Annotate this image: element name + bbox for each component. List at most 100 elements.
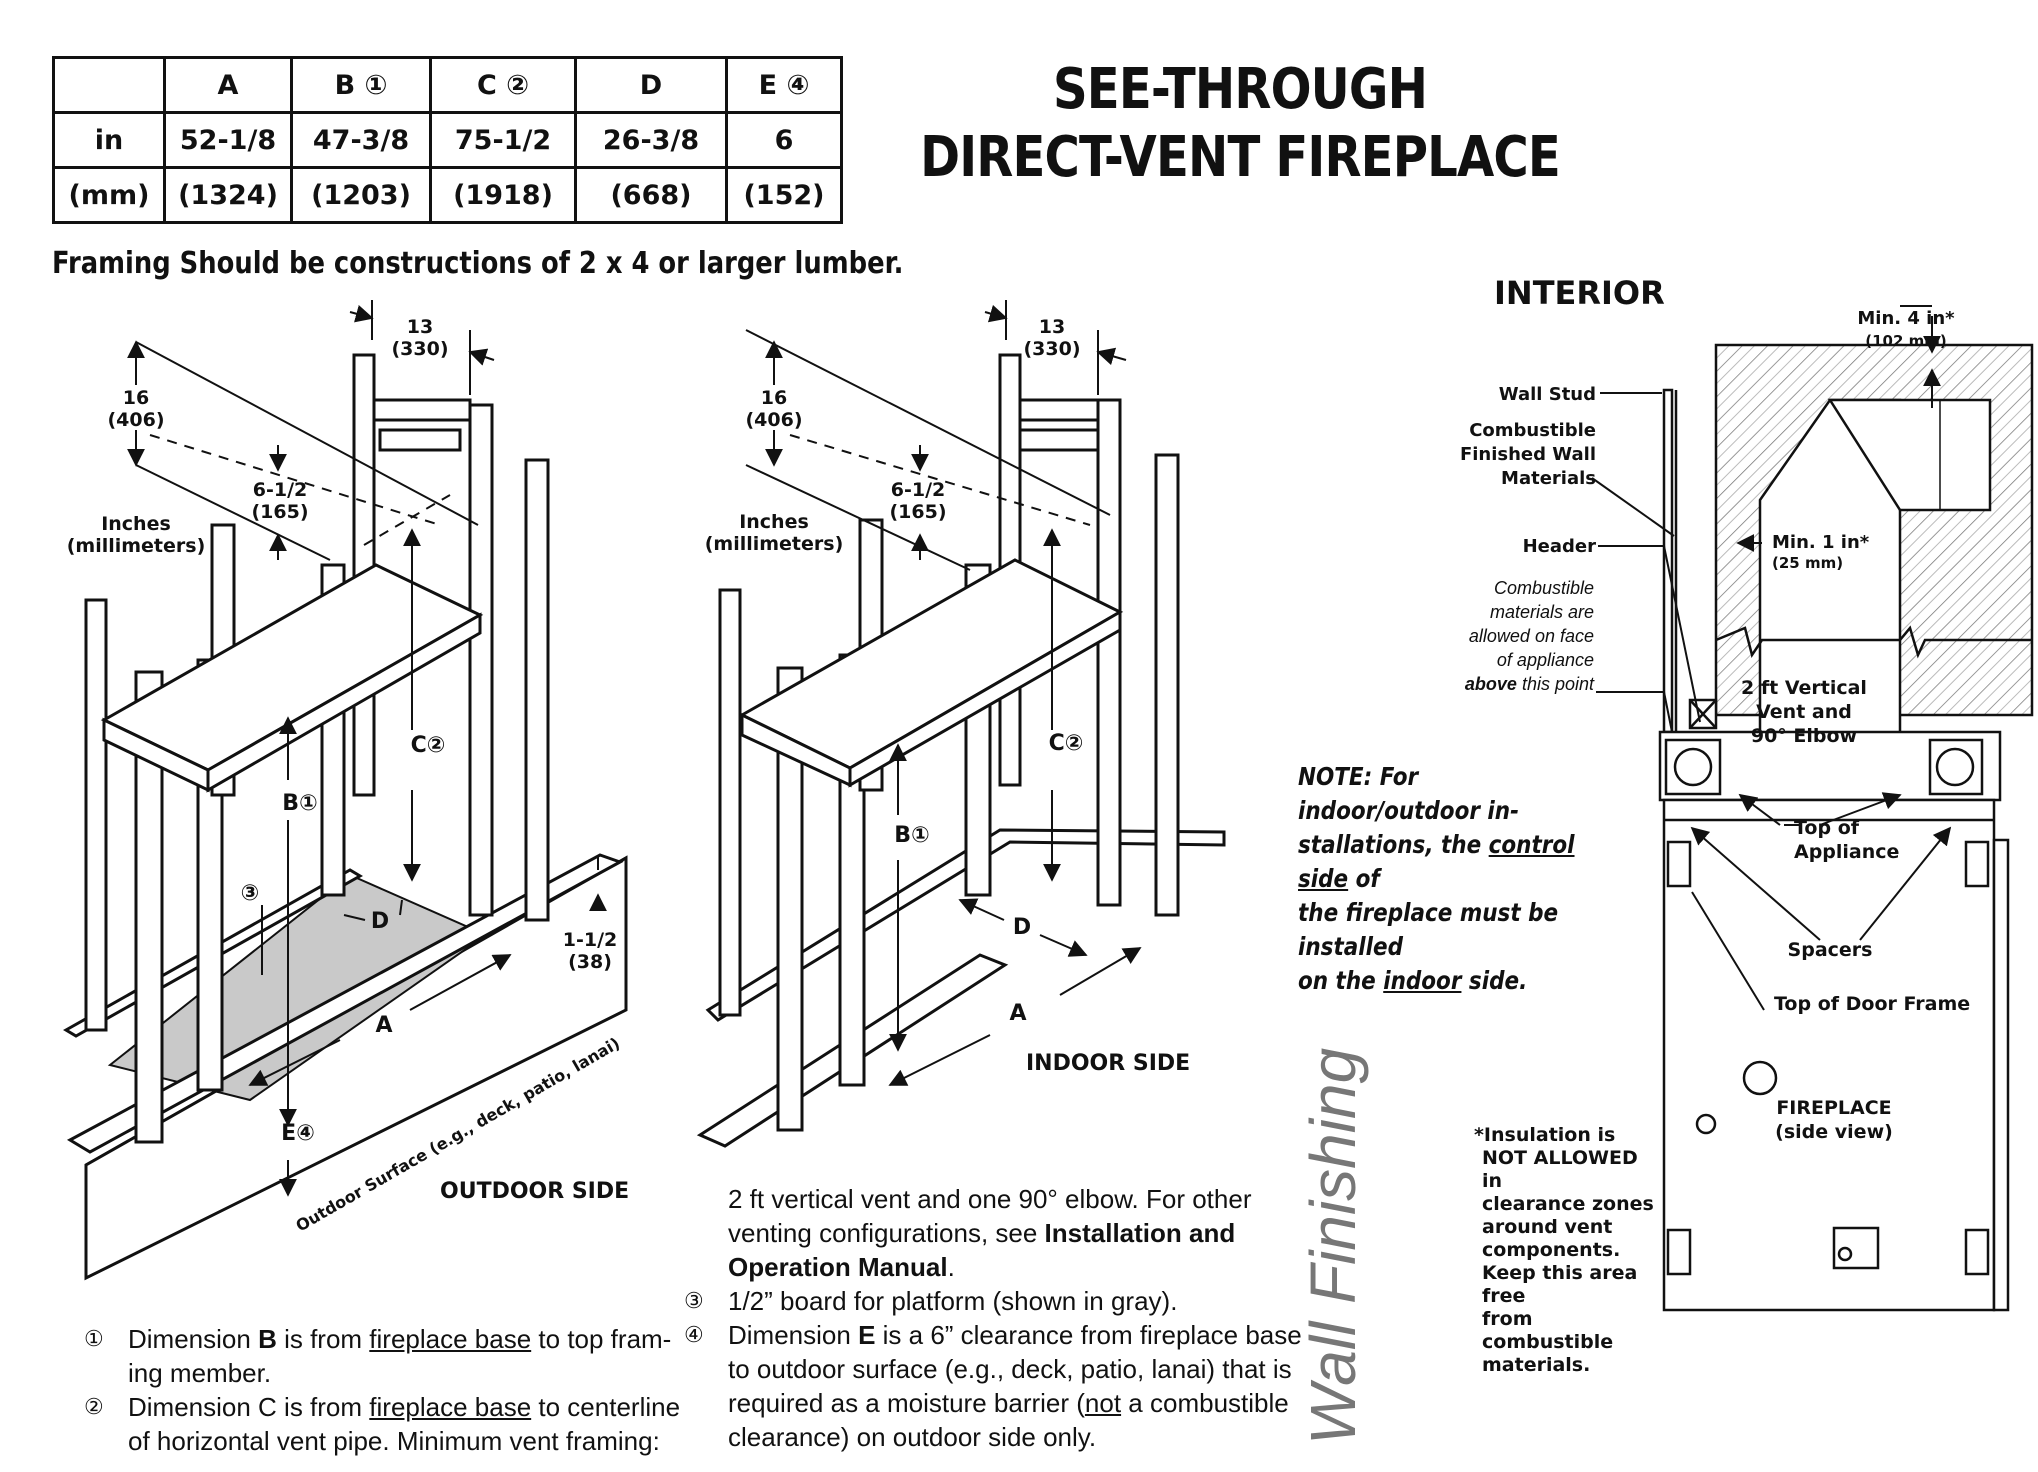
footnote-4-underline: not bbox=[1084, 1388, 1122, 1418]
indoor-side-label: INDOOR SIDE bbox=[1026, 1051, 1190, 1076]
footnote-2-cont-line-1: 2 ft vertical vent and one 90° elbow. Fo… bbox=[728, 1184, 1252, 1214]
table-cell: D bbox=[574, 56, 728, 114]
outdoor-units-2: (millimeters) bbox=[67, 535, 206, 557]
table-cell: 26-3/8 bbox=[574, 111, 728, 169]
footnote-1: ① Dimension B is from fireplace base to … bbox=[84, 1322, 684, 1390]
table-cell: B ① bbox=[290, 56, 432, 114]
comb-materials-1: Combustible bbox=[1494, 578, 1594, 598]
outdoor-dim-13: 13 bbox=[407, 316, 433, 338]
footnote-1-line-2: ing member. bbox=[128, 1358, 272, 1388]
table-cell: 52-1/8 bbox=[163, 111, 293, 169]
note-line-2-pre: stallations, the bbox=[1298, 830, 1489, 859]
indoor-dim-13-mm: (330) bbox=[1023, 338, 1080, 360]
note-line-3: the fireplace must be installed bbox=[1298, 898, 1559, 961]
min4-label: Min. 4 in* bbox=[1857, 308, 1955, 329]
footnote-3: ③ 1/2” board for platform (shown in gray… bbox=[684, 1284, 1324, 1318]
outdoor-dim-13-mm: (330) bbox=[391, 338, 448, 360]
indoor-label-a: A bbox=[1009, 1001, 1026, 1026]
table-row: in 52-1/8 47-3/8 75-1/2 26-3/8 6 bbox=[52, 111, 843, 169]
outdoor-label-e: E④ bbox=[281, 1121, 315, 1146]
footnote-4-text-a: Dimension bbox=[728, 1320, 859, 1350]
table-cell: (mm) bbox=[52, 166, 166, 224]
vent-label-2: Vent and bbox=[1756, 701, 1852, 723]
interior-drawing bbox=[1658, 343, 2034, 1312]
footnote-2-continued: 2 ft vertical vent and one 90° elbow. Fo… bbox=[728, 1182, 1328, 1284]
min1-mm-label: (25 mm) bbox=[1772, 554, 1843, 572]
title-line-2: DIRECT-VENT FIREPLACE bbox=[920, 125, 1561, 190]
comb-materials-5-bold: above bbox=[1465, 674, 1517, 694]
footnote-4-number: ④ bbox=[684, 1322, 704, 1347]
note-line-1: NOTE: For indoor/outdoor in- bbox=[1298, 762, 1520, 825]
footnote-3-number: ③ bbox=[684, 1288, 704, 1313]
indoor-dim-6half: 6-1/2 bbox=[891, 479, 946, 501]
indoor-dim-6half-mm: (165) bbox=[889, 501, 946, 523]
footnote-2-cont-bold-1: Installation and bbox=[1044, 1218, 1236, 1248]
interior-heading: INTERIOR bbox=[1494, 274, 1665, 312]
table-cell: in bbox=[52, 111, 166, 169]
note-line-2-underline: control side bbox=[1298, 830, 1575, 893]
indoor-dim-16-mm: (406) bbox=[745, 409, 802, 431]
indoor-label-b: B① bbox=[894, 823, 929, 848]
insulation-line-8: materials. bbox=[1482, 1354, 1591, 1376]
indoor-label-c: C② bbox=[1049, 731, 1084, 756]
outdoor-dim-6half: 6-1/2 bbox=[253, 479, 308, 501]
footnote-2-underline: fireplace base bbox=[369, 1392, 532, 1422]
top-of-appliance-1: Top of bbox=[1794, 817, 1860, 839]
fireplace-label-1: FIREPLACE bbox=[1776, 1097, 1891, 1119]
outdoor-dim-1half-mm: (38) bbox=[568, 951, 612, 973]
footnote-2-text-b: to centerline bbox=[531, 1392, 681, 1422]
outdoor-label-d: D bbox=[371, 909, 389, 934]
vent-label-3: 90° Elbow bbox=[1751, 725, 1857, 747]
outdoor-dim-16-mm: (406) bbox=[107, 409, 164, 431]
footnote-4-text-d: a combustible bbox=[1121, 1388, 1289, 1418]
footnote-2: ② Dimension C is from fireplace base to … bbox=[84, 1390, 704, 1458]
footnote-1-bold: B bbox=[258, 1324, 277, 1354]
framing-note: Framing Should be constructions of 2 x 4… bbox=[52, 246, 904, 281]
note-line-4-underline: indoor bbox=[1383, 966, 1462, 995]
table-cell: A bbox=[163, 56, 293, 114]
vent-label-1: 2 ft Vertical bbox=[1741, 677, 1867, 699]
indoor-labels: 13 (330) 16 (406) 6-1/2 (165) Inches (mi… bbox=[705, 316, 1190, 1076]
comb-materials-4: of appliance bbox=[1497, 650, 1594, 670]
footnote-4-line-4: clearance) on outdoor side only. bbox=[728, 1422, 1097, 1452]
table-row: (mm) (1324) (1203) (1918) (668) (152) bbox=[52, 166, 843, 224]
table-cell: (1203) bbox=[290, 166, 432, 224]
insulation-line-6: Keep this area free bbox=[1482, 1262, 1638, 1307]
page-title: SEE-THROUGH DIRECT-VENT FIREPLACE bbox=[913, 56, 1567, 192]
insulation-line-1: *Insulation is bbox=[1474, 1124, 1616, 1146]
outdoor-dim-6half-mm: (165) bbox=[251, 501, 308, 523]
title-line-1: SEE-THROUGH bbox=[1052, 57, 1428, 122]
outdoor-dim-16: 16 bbox=[123, 387, 149, 409]
outdoor-dimensions bbox=[127, 300, 607, 1197]
comb-materials-5-rest: this point bbox=[1517, 674, 1595, 694]
outdoor-units-1: Inches bbox=[101, 513, 171, 535]
footnote-2-cont-period: . bbox=[947, 1252, 955, 1282]
table-cell: (152) bbox=[725, 166, 843, 224]
insulation-note: *Insulation is NOT ALLOWED in clearance … bbox=[1474, 1124, 1664, 1377]
footnote-4-text-b: is a 6” clearance from fireplace base bbox=[875, 1320, 1302, 1350]
fireplace-label-2: (side view) bbox=[1775, 1121, 1893, 1143]
indoor-frame bbox=[696, 353, 1226, 1148]
outdoor-frame bbox=[63, 353, 628, 1281]
footnote-1-text-a: Dimension bbox=[128, 1324, 259, 1354]
table-cell: 75-1/2 bbox=[429, 111, 577, 169]
footnote-4-text-c: required as a moisture barrier ( bbox=[728, 1388, 1085, 1418]
insulation-line-7: from combustible bbox=[1482, 1308, 1614, 1353]
comb-wall-label-2: Finished Wall bbox=[1460, 444, 1596, 465]
indoor-dim-13: 13 bbox=[1039, 316, 1065, 338]
footnote-1-text-c: to top fram- bbox=[531, 1324, 672, 1354]
footnote-1-text-b: is from bbox=[276, 1324, 370, 1354]
top-of-appliance-2: Appliance bbox=[1794, 841, 1899, 863]
indoor-dimensions bbox=[745, 300, 1142, 1086]
insulation-line-4: around vent bbox=[1482, 1216, 1613, 1238]
insulation-line-2: NOT ALLOWED in bbox=[1482, 1147, 1638, 1192]
comb-materials-3: allowed on face bbox=[1469, 626, 1594, 646]
outdoor-side-label: OUTDOOR SIDE bbox=[440, 1179, 629, 1204]
comb-materials-5: above this point bbox=[1465, 674, 1595, 694]
footnote-2-cont-text: venting configurations, see bbox=[728, 1218, 1045, 1248]
outdoor-label-b: B① bbox=[282, 791, 317, 816]
indoor-units-1: Inches bbox=[739, 511, 809, 533]
interior-leaders bbox=[1591, 305, 1952, 1011]
indoor-dim-16: 16 bbox=[761, 387, 787, 409]
